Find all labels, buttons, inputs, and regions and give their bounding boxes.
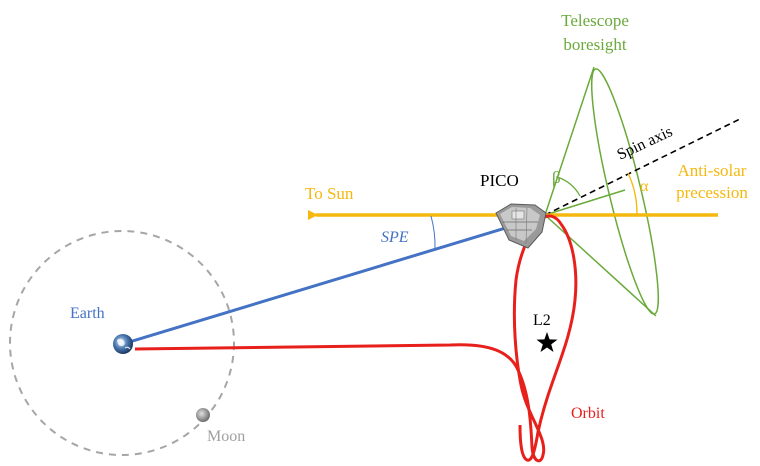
l2-label: L2 xyxy=(533,312,551,329)
anti-solar-label-line2: precession xyxy=(676,183,748,202)
moon-label: Moon xyxy=(207,428,245,445)
spe-label: SPE xyxy=(381,229,409,246)
earth-icon xyxy=(113,334,133,354)
to-sun-label: To Sun xyxy=(305,184,354,203)
anti-solar-label-line1: Anti-solar xyxy=(678,161,747,180)
earth-pico-line xyxy=(125,214,546,345)
spacecraft-icon xyxy=(495,203,547,249)
spin-axis-line xyxy=(544,117,743,216)
moon-icon xyxy=(196,408,210,422)
pico-label: PICO xyxy=(480,171,519,190)
beta-angle-arc xyxy=(556,176,581,197)
beta-label: β xyxy=(552,168,561,187)
moon-orbit-circle xyxy=(9,230,235,456)
orbit-path xyxy=(134,214,578,463)
alpha-angle-arc xyxy=(627,172,638,215)
spin-axis-label: Spin axis xyxy=(615,123,676,163)
orbit-label: Orbit xyxy=(571,405,605,422)
telescope-cone xyxy=(544,66,660,317)
telescope-label-line1: Telescope xyxy=(561,11,629,30)
alpha-label: α xyxy=(640,178,649,195)
spe-angle-arc xyxy=(430,215,436,250)
star-icon xyxy=(536,332,558,352)
telescope-label-line2: boresight xyxy=(563,35,627,54)
earth-label: Earth xyxy=(70,305,105,322)
